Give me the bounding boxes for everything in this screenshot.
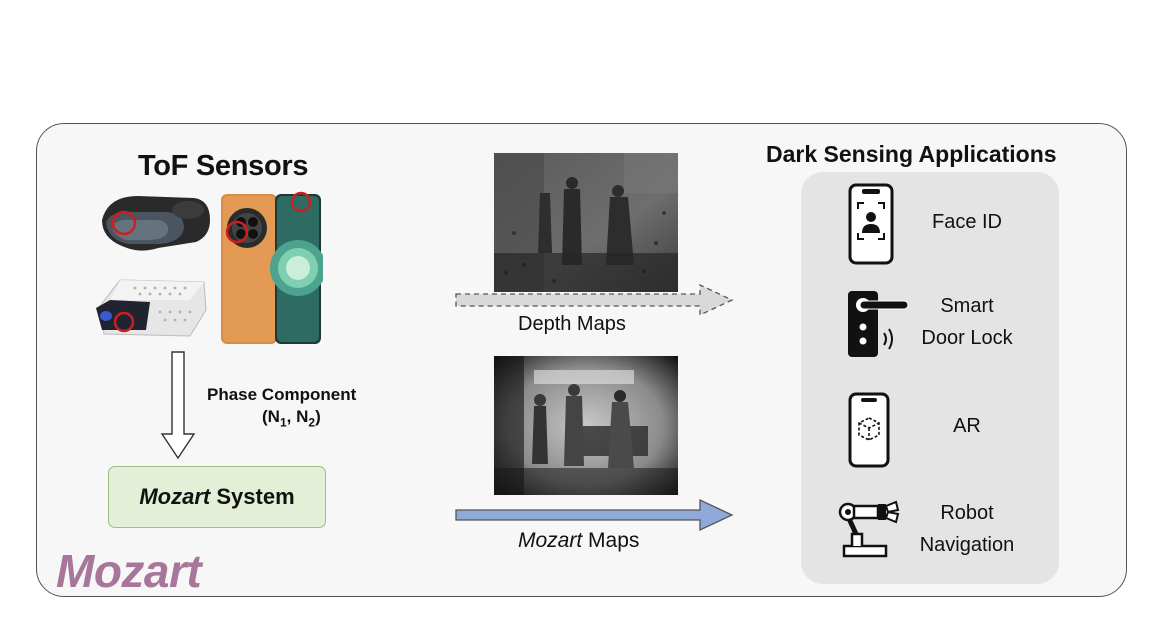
applications-title: Dark Sensing Applications [766, 141, 1057, 167]
mozart-system-box: Mozart System [108, 466, 326, 528]
phase-down-arrow [160, 350, 196, 460]
sensor-highlight-circle [225, 220, 249, 244]
app-label-robot: Robot [940, 502, 994, 524]
face-id-phone-icon [848, 183, 894, 265]
mozart-map-image [494, 356, 678, 495]
app-label-navigation: Navigation [919, 534, 1015, 556]
depth-maps-label: Depth Maps [518, 313, 626, 335]
app-label-face-id: Face ID [931, 211, 1003, 233]
ar-phone-icon [848, 392, 890, 468]
hololens-headset-image [98, 190, 212, 258]
app-label-door-lock: Door Lock [921, 327, 1013, 349]
app-label-smart: Smart [940, 295, 994, 317]
robot-arm-icon [838, 498, 900, 560]
system-name-italic: Mozart [139, 484, 211, 509]
app-label-ar: AR [953, 415, 981, 437]
tof-sensors-title: ToF Sensors [138, 150, 309, 182]
sensor-highlight-circle [113, 311, 135, 333]
mozart-maps-label: Mozart Maps [518, 529, 639, 553]
depth-maps-arrow [454, 283, 736, 317]
depth-map-image [494, 153, 678, 292]
system-name-rest: System [210, 484, 295, 509]
mozart-maps-rest: Maps [582, 529, 640, 552]
phase-component-label: Phase Component [207, 385, 357, 404]
smart-door-lock-icon [846, 289, 910, 359]
sensor-highlight-circle [111, 210, 137, 236]
smartphone-image [219, 190, 323, 346]
phase-component-variables: (N1, N2) [262, 407, 321, 430]
mozart-maps-arrow [454, 498, 736, 532]
mozart-brand-text: Mozart [56, 545, 202, 597]
sensor-highlight-circle [290, 191, 312, 213]
mozart-maps-italic: Mozart [518, 529, 583, 552]
depth-camera-device-image [90, 270, 210, 344]
